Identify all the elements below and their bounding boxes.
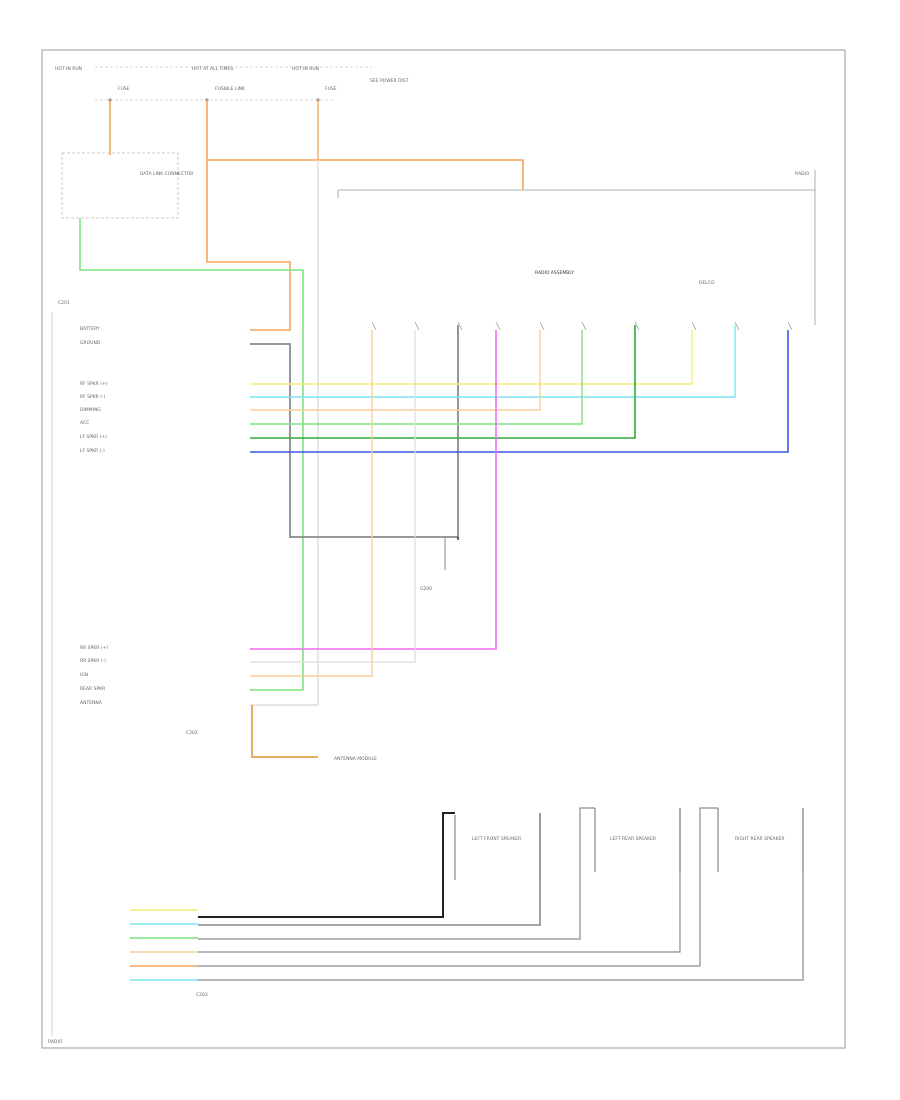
pin-b2: RR SPKR (-) [80,658,106,664]
fuse-right-label: FUSE [325,86,337,92]
pin-l3: DIMMING [80,407,101,413]
module-pin-7 [634,321,640,331]
wire-spk-2 [198,813,541,926]
diagram-frame [41,49,846,1049]
module-pin-2 [414,321,420,331]
data-link-connector: DATA LINK CONNECTOR [61,152,193,219]
pin-l5: LF SPKR (+) [80,434,107,440]
speaker-mid: LEFT REAR SPEAKER [594,808,681,872]
speakers: LEFT FRONT SPEAKER LEFT REAR SPEAKER RIG… [454,808,804,880]
wire-spk-3 [198,807,595,940]
bottom-note: ANTENNA MODULE [334,756,377,762]
wire-spk-6 [198,808,804,981]
module-pin-9 [734,321,740,331]
wire-gray-ground [250,325,459,538]
connector-b-label: C202 [186,730,198,736]
wire-cyan [250,325,736,398]
module-pin-4 [495,321,501,331]
wire-spk-4 [198,808,681,953]
panel-note: SEE POWER DIST [370,78,409,84]
header-right-label: HOT IN RUN [292,66,319,72]
wire-spk-1 [198,812,455,918]
radio-module: RADIO ASSEMBLY DELCO RADIO [337,170,816,325]
wire-yellow [250,330,693,385]
switch-title: DATA LINK CONNECTOR [140,171,193,177]
module-pin-1 [371,321,377,331]
power-header: HOT IN RUN HOT AT ALL TIMES HOT IN RUN F… [55,66,409,102]
speaker-left: LEFT FRONT SPEAKER [454,815,541,880]
wire-orange-mid [250,330,373,677]
ground-note: G200 [420,586,432,592]
speaker-right-label: RIGHT REAR SPEAKER [735,836,785,842]
pin-b4: REAR SPKR [80,686,105,692]
module-pins [371,321,793,331]
connector-labels: C201 BATTERY GROUND RF SPKR (+) RF SPKR … [48,300,432,1045]
pin-b5: ANTENNA [80,700,103,706]
wires [79,100,804,981]
module-pin-5 [539,321,545,331]
wire-magenta [250,330,497,650]
module-pin-10 [787,321,793,331]
pin-b1: RR SPKR (+) [80,645,108,651]
header-left-label: HOT IN RUN [55,66,82,72]
header-mid-label: HOT AT ALL TIMES [192,66,233,72]
wire-orange-down [206,160,291,331]
wire-blue [250,330,789,453]
module-pin-3 [457,321,463,331]
connector-a-label: C201 [58,300,70,306]
module-note: DELCO [699,280,715,286]
pin-l1: RF SPKR (+) [80,381,108,387]
fuse-left-label: FUSE [118,86,130,92]
corner-label: RADIO [795,171,810,177]
pin-l6: LF SPKR (-) [80,448,105,454]
speaker-mid-label: LEFT REAR SPEAKER [610,836,656,842]
module-title: RADIO ASSEMBLY [535,270,574,276]
wire-green2 [250,330,583,425]
speaker-left-label: LEFT FRONT SPEAKER [472,836,521,842]
wire-forest [250,325,636,439]
wire-pale-mid [250,330,416,663]
module-pin-8 [691,321,697,331]
wire-lightorange [250,330,541,411]
pin-ground: GROUND [80,340,101,346]
connector-c-label: C203 [196,992,208,998]
wire-spk-5 [198,807,718,967]
fuse-mid-label: FUSIBLE LINK [215,86,246,92]
module-pin-6 [581,321,587,331]
wire-orange-top [206,100,524,190]
pin-battery: BATTERY [80,326,100,332]
pin-b3: IGN [80,672,88,678]
pin-l4: ACC [80,420,89,426]
pin-l2: RF SPKR (-) [80,394,106,400]
corner-bottom-label: RADIO [48,1039,63,1045]
wire-gray-right [250,160,319,706]
wire-green-left [79,218,304,691]
speaker-right: RIGHT REAR SPEAKER [717,808,804,872]
wire-antenna [251,705,318,758]
